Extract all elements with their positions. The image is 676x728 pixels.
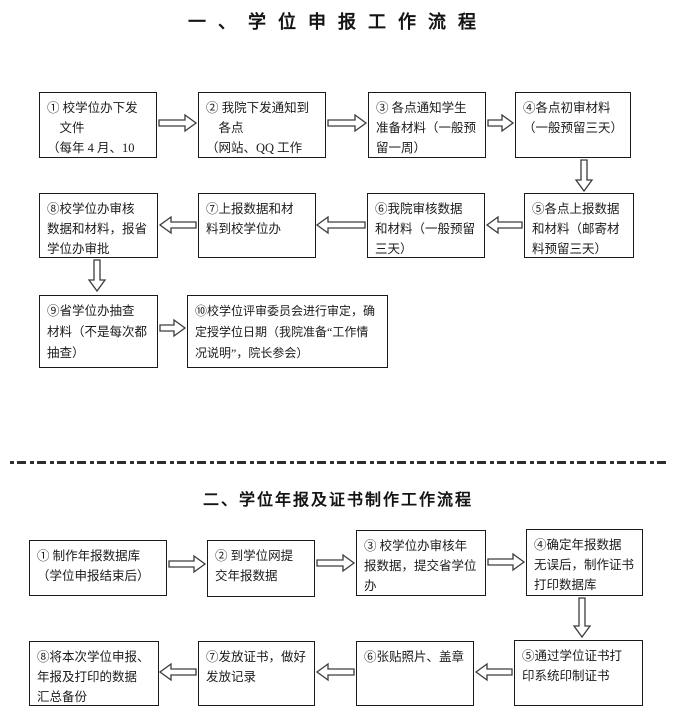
flow-box-s1-2: ② 我院下发通知到 各点 （网站、QQ 工作群） [198,92,326,158]
flow-box-s2-3: ③ 校学位办审核年 报数据，提交省学位 办 [356,530,486,596]
arrow-s1-2-to-3-icon [327,113,368,133]
arrow-s2-6-to-7-icon [315,662,355,682]
arrow-s2-2-to-3-icon [316,553,356,573]
flow-box-s1-3: ③ 各点通知学生 准备材料（一般预 留一周） [368,92,486,158]
arrow-s1-5-to-6-icon [485,215,523,235]
section2-title: 二、学位年报及证书制作工作流程 [202,492,473,509]
flow-box-s1-7: ⑦上报数据和材 料到校学位办 [198,193,316,258]
arrow-s1-6-to-7-icon [315,215,366,235]
arrow-s2-3-to-4-icon [487,552,526,572]
flow-box-s1-9: ⑨省学位办抽查 材料（不是每次都 抽查） [39,295,158,368]
arrow-s1-1-to-2-icon [158,113,198,133]
arrow-s2-1-to-2-icon [168,554,207,574]
arrow-s2-7-to-8-icon [158,662,197,682]
flow-box-s2-1: ① 制作年报数据库 （学位申报结束后） [29,540,167,596]
flow-box-s1-1: ① 校学位办下发 文件 （每年 4 月、10 月） [39,92,157,158]
arrow-s2-5-to-6-icon [474,662,513,682]
arrow-s1-9-to-10-icon [159,318,187,338]
flow-box-s2-8: ⑧将本次学位申报、 年报及打印的数据 汇总备份 [29,641,159,706]
flow-box-s2-2: ② 到学位网提 交年报数据 [207,540,315,597]
flow-box-s1-5: ⑤各点上报数据 和材料（邮寄材 料预留三天） [524,193,634,258]
section-divider [10,461,666,464]
flow-box-s2-5: ⑤通过学位证书打 印系统印制证书 [514,640,643,706]
arrow-s1-7-to-8-icon [158,215,197,235]
flow-box-s1-6: ⑥我院审核数据 和材料（一般预留 三天） [367,193,485,258]
arrow-s1-4-to-5-icon [574,159,594,193]
arrow-s1-3-to-4-icon [487,113,515,133]
section1-title: 一、学位申报工作流程 [188,12,488,32]
arrow-s1-8-to-9-icon [87,259,107,293]
flow-box-s2-7: ⑦发放证书，做好 发放记录 [198,641,315,706]
flow-box-s1-10: ⑩校学位评审委员会进行审定，确 定授学位日期（我院准备“工作情 况说明”，院长参… [187,295,388,368]
flow-box-s2-4: ④确定年报数据 无误后，制作证书 打印数据库 [526,529,643,596]
flow-box-s1-4: ④各点初审材料 （一般预留三天） [515,92,631,158]
arrow-s2-4-to-5-icon [572,597,592,639]
flow-box-s1-8: ⑧校学位办审核 数据和材料，报省 学位办审批 [39,193,158,258]
flow-box-s2-6: ⑥张贴照片、盖章 [356,641,474,706]
